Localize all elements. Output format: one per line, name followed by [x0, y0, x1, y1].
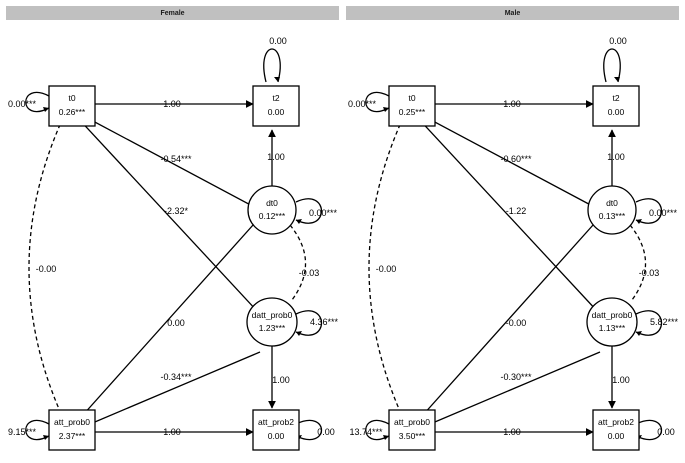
node-value: 1.13*** — [599, 323, 626, 333]
node-value: 0.25*** — [399, 107, 426, 117]
node-name: t0 — [68, 93, 75, 103]
path-t0-dt0 — [415, 111, 601, 211]
variance-att-prob0: 13.74*** — [349, 427, 383, 437]
label-att-att2: 1.00 — [163, 427, 181, 437]
node-value: 0.00 — [268, 431, 285, 441]
node-t0: t0 0.26*** — [48, 85, 96, 127]
label-t0-dt0: -0.60*** — [500, 154, 532, 164]
label-t0-t2: 1.00 — [503, 99, 521, 109]
node-value: 0.00 — [268, 107, 285, 117]
loop-att0-variance — [25, 419, 50, 441]
label-att-datt: -0.34*** — [160, 372, 192, 382]
variance-t0: 0.00*** — [8, 99, 37, 109]
node-value: 3.50*** — [399, 431, 426, 441]
node-name: att_prob2 — [258, 417, 294, 427]
node-t2: t2 0.00 — [592, 85, 640, 127]
label-dt0-t2: 1.00 — [267, 152, 285, 162]
label-dt0-datt-cov: -0.03 — [639, 268, 660, 278]
label-dt0-t2: 1.00 — [607, 152, 625, 162]
node-t0: t0 0.25*** — [388, 85, 436, 127]
node-value: 2.37*** — [59, 431, 86, 441]
node-t2: t2 0.00 — [252, 85, 300, 127]
label-t0-att-cov: -0.00 — [36, 264, 57, 274]
node-datt-prob0: datt_prob0 1.13*** — [586, 297, 638, 347]
label-att-dt0: -0.00 — [506, 318, 527, 328]
path-att-datt — [75, 351, 261, 431]
node-name: dt0 — [266, 198, 278, 208]
label-att-dt0: 0.00 — [167, 318, 185, 328]
variance-dt0: 0.00*** — [309, 208, 338, 218]
node-dt0: dt0 0.13*** — [587, 185, 637, 235]
variance-datt-prob0: 5.82*** — [650, 317, 679, 327]
path-dt0-datt-cov — [289, 224, 307, 301]
label-dt0-datt-cov: -0.03 — [299, 268, 320, 278]
label-t0-dt0: -0.54*** — [160, 154, 192, 164]
label-t0-datt: -1.22 — [506, 206, 527, 216]
node-value: 1.23*** — [259, 323, 286, 333]
node-att-prob2: att_prob2 0.00 — [592, 409, 640, 451]
node-value: 0.13*** — [599, 211, 626, 221]
label-att-datt: -0.30*** — [500, 372, 532, 382]
path-att-dt0 — [413, 214, 603, 426]
variance-att-prob2: 0.00 — [317, 427, 335, 437]
node-name: datt_prob0 — [252, 310, 293, 320]
node-value: 0.00 — [608, 107, 625, 117]
label-datt-att2: 1.00 — [612, 375, 630, 385]
node-value: 0.26*** — [59, 107, 86, 117]
panel-header-female: Female — [6, 6, 339, 20]
variance-att-prob0: 9.15*** — [8, 427, 37, 437]
node-name: att_prob0 — [394, 417, 430, 427]
loop-t0-variance — [25, 91, 50, 113]
panel-female: t0 0.26*** t2 0.00 att_prob0 2.37*** att_prob2… — [8, 36, 339, 451]
variance-dt0: 0.00*** — [649, 208, 678, 218]
node-dt0: dt0 0.12*** — [247, 185, 297, 235]
loop-att0-variance — [365, 419, 390, 441]
loop-dt0-variance — [635, 198, 663, 224]
panel-header-male: Male — [346, 6, 679, 20]
panel-male: t0 0.25*** t2 0.00 att_prob0 3.50*** att_prob2… — [348, 36, 679, 451]
node-name: t2 — [272, 93, 279, 103]
label-t0-att-cov: -0.00 — [376, 264, 397, 274]
label-t0-datt: -2.32* — [164, 206, 189, 216]
variance-att-prob2: 0.00 — [657, 427, 675, 437]
loop-t2-variance — [263, 48, 281, 83]
node-name: t0 — [408, 93, 415, 103]
path-att-dt0 — [73, 214, 263, 426]
path-t0-dt0 — [75, 111, 261, 211]
loop-t0-variance — [365, 91, 390, 113]
label-att-att2: 1.00 — [503, 427, 521, 437]
node-datt-prob0: datt_prob0 1.23*** — [246, 297, 298, 347]
path-dt0-datt-cov — [629, 224, 647, 301]
node-name: datt_prob0 — [592, 310, 633, 320]
node-name: t2 — [612, 93, 619, 103]
node-att-prob0: att_prob0 2.37*** — [48, 409, 96, 451]
variance-t0: 0.00*** — [348, 99, 377, 109]
loop-datt-variance — [635, 310, 663, 336]
variance-t2: 0.00 — [609, 36, 627, 46]
loop-dt0-variance — [295, 198, 323, 224]
node-name: dt0 — [606, 198, 618, 208]
label-datt-att2: 1.00 — [272, 375, 290, 385]
node-value: 0.00 — [608, 431, 625, 441]
path-t0-att-cov — [28, 117, 64, 419]
node-name: att_prob0 — [54, 417, 90, 427]
path-att-datt — [415, 351, 601, 431]
path-t0-datt — [75, 115, 259, 313]
path-t0-datt — [415, 115, 599, 313]
variance-t2: 0.00 — [269, 36, 287, 46]
label-t0-t2: 1.00 — [163, 99, 181, 109]
node-value: 0.12*** — [259, 211, 286, 221]
loop-t2-variance — [603, 48, 621, 83]
node-att-prob0: att_prob0 3.50*** — [388, 409, 436, 451]
variance-datt-prob0: 4.36*** — [310, 317, 339, 327]
path-t0-att-cov — [368, 117, 404, 419]
node-att-prob2: att_prob2 0.00 — [252, 409, 300, 451]
loop-datt-variance — [295, 310, 323, 336]
node-name: att_prob2 — [598, 417, 634, 427]
